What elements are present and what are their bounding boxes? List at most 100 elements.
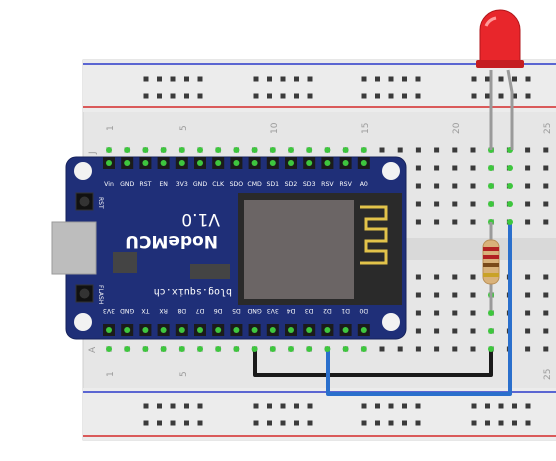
connected-hole [233,147,240,153]
column-number: 25 [543,369,553,380]
breadboard-hole [415,183,421,189]
pin-label-bottom: D6 [214,307,223,314]
rail-hole [525,93,531,99]
pin-label-bottom: GND [247,307,261,314]
rail-hole [375,93,380,99]
breadboard-hole [434,183,440,189]
rail-hole [512,76,517,82]
rail-hole [471,420,477,426]
black-wire [253,349,493,377]
breadboard-hole [415,346,421,352]
breadboard-hole [543,310,549,316]
breadboard-hole [525,165,531,171]
breadboard-hole [415,165,421,171]
rail-hole [361,93,367,99]
connected-hole [124,346,131,352]
rail-hole [415,93,421,99]
rail-hole [512,403,517,409]
rail-hole [294,93,299,99]
breadboard-hole [525,147,531,153]
connected-hole [251,147,258,153]
rail-hole [170,93,176,99]
rail-hole [307,76,313,82]
breadboard-hole [543,183,549,189]
rail-hole [512,420,517,426]
breadboard-hole [379,346,385,352]
connected-hole [269,147,276,153]
connected-hole [106,346,112,352]
rail-hole [498,420,504,426]
breadboard-hole [434,147,440,153]
connected-hole [251,346,258,352]
voltage-regulator [113,252,137,273]
breadboard-hole [525,328,531,334]
rail-hole [375,403,380,409]
pin-label-top: RST [139,181,151,188]
usb-serial-chip [190,264,230,279]
connected-hole [269,346,276,352]
breadboard-hole [415,219,421,225]
rail-hole [525,403,531,409]
connected-hole [488,328,494,334]
pin-dot [106,327,112,333]
pin-label-bottom: D7 [196,307,205,314]
pin-dot [324,327,331,333]
pin-dot [342,327,349,333]
breadboard-hole [543,274,549,280]
pin-label-top: Vin [104,181,114,188]
rail-hole [253,403,259,409]
rail-hole [415,420,421,426]
breadboard-hole [543,147,549,153]
pin-label-bottom: GND [120,307,134,314]
pin-dot [124,327,131,333]
rail-hole [280,403,286,409]
pin-dot [288,160,294,166]
pin-label-top: CLK [212,181,225,188]
rail-hole [184,76,189,82]
rail-hole [388,76,394,82]
connected-hole [507,219,513,225]
rail-hole [471,93,477,99]
pin-dot [197,160,203,166]
breadboard-hole [470,328,476,334]
board-website: blog.squix.ch [154,286,232,297]
rail-hole [143,93,149,99]
pin-label-top: GND [120,181,134,188]
blue-wire [326,222,512,396]
connected-hole [197,147,203,153]
pin-dot [306,327,313,333]
rail-hole [485,76,490,82]
breadboard-hole [543,219,549,225]
rail-hole [157,420,162,426]
pin-dot [360,327,367,333]
breadboard-hole [525,183,531,189]
pin-label-top: RSV [339,181,352,188]
breadboard-hole [397,147,403,153]
connected-hole [306,346,313,352]
breadboard-hole [379,147,385,153]
pin-label-top: RSV [321,181,334,188]
pin-dot [324,160,331,166]
pin-dot [178,160,185,166]
rail-hole [157,93,162,99]
column-number: 25 [543,123,553,134]
pin-dot [233,327,240,333]
breadboard-hole [452,165,458,171]
rail-hole [402,76,407,82]
pin-label-top: 3V3 [176,181,188,188]
resistor [482,222,500,310]
rail-hole [294,403,299,409]
rail-hole [170,76,176,82]
breadboard-hole [525,201,531,207]
pin-dot [215,160,222,166]
connected-hole [106,147,112,153]
rail-hole [280,76,286,82]
flash-label: FLASH [97,285,104,304]
connected-hole [507,165,513,171]
nodemcu-board: RST FLASH NodeMCU V1.0 blog.squix.ch Vin… [51,147,513,352]
rail-hole [415,76,421,82]
pin-dot [233,160,240,166]
pin-dot [142,327,149,333]
breadboard-hole [452,274,458,280]
breadboard-hole [525,274,531,280]
